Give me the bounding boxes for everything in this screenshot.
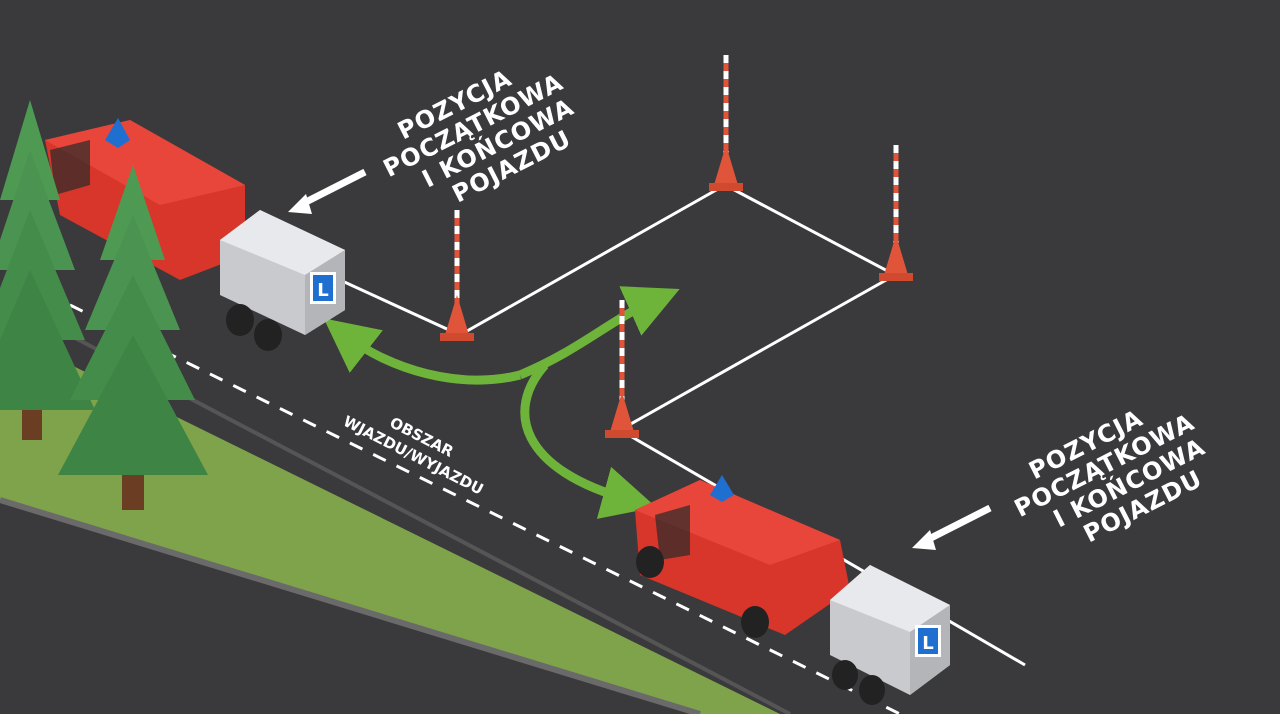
vehicle-top: L bbox=[45, 118, 345, 351]
tree-right bbox=[58, 165, 208, 510]
maneuver-arrow-left bbox=[323, 318, 522, 385]
learner-plate-van-top bbox=[105, 118, 130, 148]
cone-2 bbox=[709, 55, 743, 191]
tree-left bbox=[0, 100, 95, 440]
vehicle-bottom: L bbox=[635, 475, 950, 705]
cone-1 bbox=[440, 210, 474, 341]
trailer-bottom: L bbox=[830, 565, 950, 705]
pointer-arrow-bottom bbox=[912, 504, 992, 550]
learner-letter-bottom: L bbox=[922, 633, 933, 654]
grass-strip bbox=[0, 330, 780, 714]
parking-box-markings bbox=[339, 183, 1026, 667]
cone-3 bbox=[879, 145, 913, 281]
maneuver-arrow-down bbox=[520, 362, 657, 519]
curb-line bbox=[0, 497, 701, 714]
learner-plate-van-bottom bbox=[710, 475, 734, 502]
learner-letter-top: L bbox=[317, 280, 328, 301]
trailer-top: L bbox=[220, 210, 345, 351]
cone-4 bbox=[605, 300, 639, 438]
pointer-arrow-top bbox=[288, 168, 367, 214]
